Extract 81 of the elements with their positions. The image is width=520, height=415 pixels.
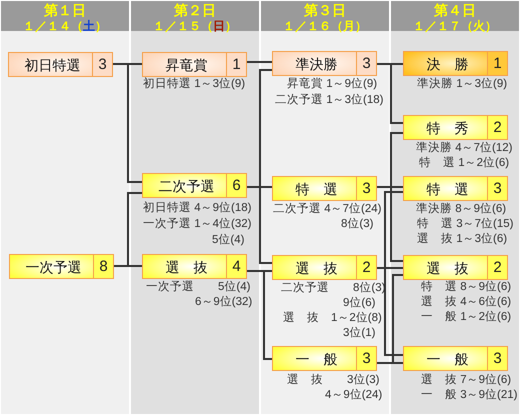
date-label: １／１４（土）: [23, 19, 107, 33]
race-count: 2: [356, 256, 376, 279]
race-count: 3: [356, 52, 376, 75]
qualifier-note: 昇竜賞 1～9位(9): [287, 78, 378, 90]
race-box: [403, 255, 508, 280]
race-box: [403, 346, 508, 371]
qualifier-note: 9位(6): [343, 296, 376, 310]
day-label: 第３日: [304, 2, 346, 18]
race-name: 一 般: [426, 350, 468, 366]
qualifier-note: 選 抜 3位(3): [287, 374, 380, 386]
date-label: １／１７（火）: [413, 19, 497, 33]
race-name: 特 選: [296, 180, 338, 196]
qualifier-note: 二次予選 4～7位(24): [273, 202, 382, 216]
race-name: 昇竜賞: [166, 56, 208, 72]
qualifier-note: 選 抜 1～3位(6): [417, 232, 508, 246]
day-label: 第４日: [434, 2, 476, 18]
day-label: 第２日: [174, 2, 216, 18]
race-name: 初日特選: [24, 56, 80, 72]
qualifier-note: 初日特選 1～3位(9): [143, 78, 246, 90]
qualifier-note: 一 般 1～2位(6): [421, 310, 512, 324]
qualifier-note: 8位(3): [341, 218, 374, 230]
race-count: 3: [487, 177, 507, 200]
qualifier-note: 3位(1): [343, 326, 376, 340]
race-count: 8: [93, 255, 113, 278]
qualifier-note: 準決勝 8～9位(6): [416, 202, 506, 216]
connector-line: [247, 61, 272, 63]
qualifier-note: 選 抜 4～6位(6): [421, 296, 512, 308]
date-label: １／１５（日）: [153, 19, 237, 33]
race-box: [9, 254, 114, 279]
race-count: 4: [226, 255, 246, 278]
race-count: 1: [226, 53, 246, 76]
qualifier-note: 二次予選 1～3位(18): [275, 94, 384, 106]
date-label: １／１６（月）: [283, 19, 367, 33]
race-box: [142, 254, 247, 279]
qualifier-note: 一次予選 1～4位(32): [143, 218, 252, 230]
race-name: 選 抜: [426, 260, 468, 276]
qualifier-note: 特 選 1～2位(6): [419, 156, 510, 170]
race-count: 6: [226, 174, 246, 197]
race-name: 準決勝: [296, 56, 338, 72]
qualifier-note: 初日特選 4～9位(18): [143, 202, 252, 214]
qualifier-note: 特 選 3～7位(15): [417, 218, 514, 230]
race-name: 決 勝: [426, 56, 468, 72]
race-box: [142, 173, 247, 198]
race-name: 特 秀: [426, 120, 468, 136]
race-count: 3: [356, 177, 376, 200]
race-count: 3: [356, 347, 376, 370]
day-column: [131, 1, 259, 414]
race-name: 選 抜: [296, 260, 338, 276]
qualifier-note: 4～9位(24): [325, 388, 382, 402]
race-name: 一次予選: [26, 258, 82, 274]
qualifier-note: 特 選 8～9位(6): [421, 280, 512, 294]
qualifier-note: 選 抜 1～2位(8): [283, 312, 382, 324]
race-box: [142, 52, 247, 77]
race-box: [403, 115, 508, 140]
race-count: 2: [487, 116, 507, 139]
qualifier-note: 準決勝 1～3位(9): [417, 78, 508, 90]
day-column: [261, 1, 389, 414]
race-count: 3: [487, 347, 507, 370]
qualifier-note: 準決勝 4～7位(12): [416, 142, 512, 154]
day-column: [391, 1, 519, 414]
race-box: [8, 52, 113, 77]
race-box: [272, 346, 377, 371]
race-box: [272, 176, 377, 201]
race-name: 選 抜: [166, 258, 208, 274]
race-count: 3: [92, 53, 112, 76]
qualifier-note: 選 抜 7～9位(6): [421, 374, 512, 386]
race-name: 特 選: [426, 180, 468, 196]
race-count: 2: [487, 256, 507, 279]
race-box: [403, 51, 508, 76]
qualifier-note: 一 般 3～9位(21): [421, 388, 518, 402]
qualifier-note: 6～9位(32): [195, 296, 252, 308]
race-box: [403, 176, 508, 201]
race-box: [272, 255, 377, 280]
race-count: 1: [487, 52, 507, 75]
race-box: [272, 51, 377, 76]
race-name: 二次予選: [158, 178, 214, 194]
qualifier-note: 一次予選 5位(4): [146, 280, 250, 294]
day-label: 第１日: [44, 2, 86, 18]
day-column: [1, 1, 129, 414]
race-name: 一 般: [296, 350, 338, 366]
qualifier-note: 5位(4): [212, 234, 244, 246]
